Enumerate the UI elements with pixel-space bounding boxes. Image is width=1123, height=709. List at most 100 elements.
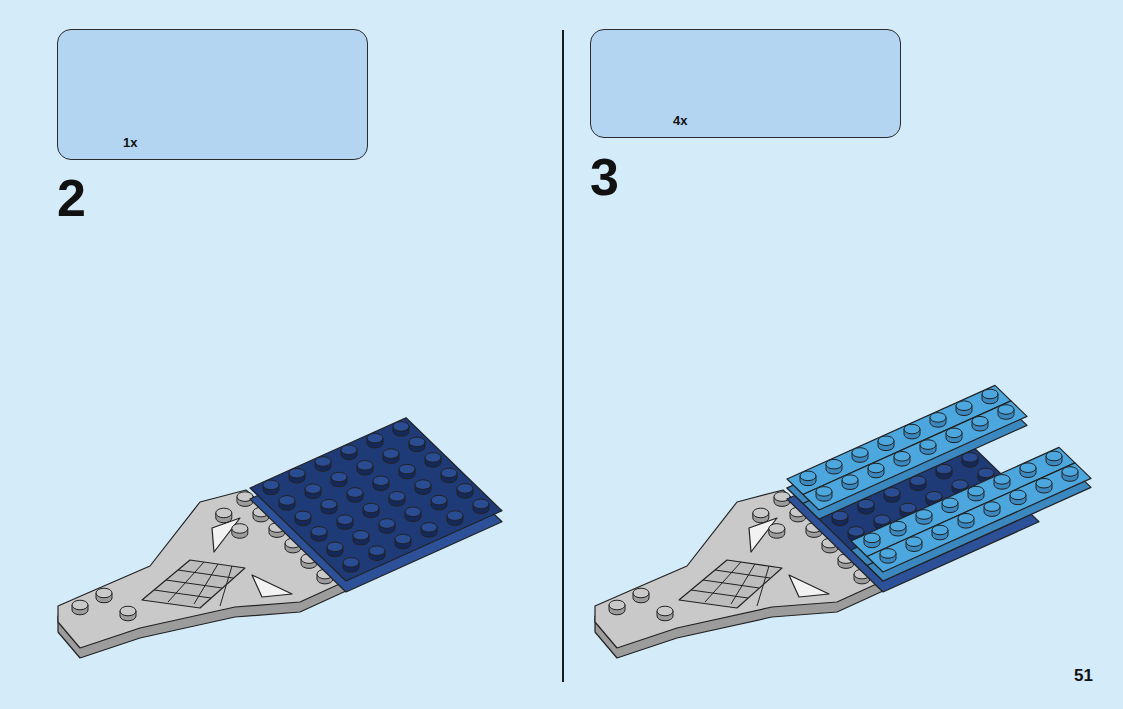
stud	[978, 468, 994, 478]
stud	[379, 519, 395, 529]
stud	[916, 510, 932, 520]
stud	[405, 507, 421, 517]
stud	[1036, 478, 1052, 488]
stud	[96, 588, 112, 598]
stud	[383, 449, 399, 459]
stud	[932, 525, 948, 535]
stud	[874, 515, 890, 525]
stud	[263, 480, 279, 490]
stud	[753, 508, 769, 518]
stud	[337, 515, 353, 525]
lattice-line	[691, 590, 748, 598]
lattice-line	[715, 570, 770, 578]
wing-hole	[789, 575, 829, 597]
parts-callout-box: 1x	[57, 29, 368, 160]
base-plate	[250, 418, 502, 581]
wing-plate	[58, 490, 346, 648]
part-quantity: 1x	[123, 135, 137, 150]
stud	[972, 416, 988, 426]
stud	[926, 492, 942, 502]
lattice-line	[220, 566, 232, 606]
stud	[232, 524, 248, 534]
stud	[769, 524, 785, 534]
stud	[425, 453, 441, 463]
stud	[878, 436, 894, 446]
stud	[633, 588, 649, 598]
part-quantity: 4x	[673, 113, 687, 128]
stud	[657, 606, 673, 616]
lattice-line	[194, 564, 218, 604]
lattice-line	[703, 580, 759, 588]
stud	[473, 499, 489, 509]
stud	[353, 530, 369, 540]
stud	[958, 514, 974, 524]
stud	[409, 437, 425, 447]
stud	[120, 606, 136, 616]
parts-callout-box: 4x	[590, 29, 901, 138]
stud	[447, 511, 463, 521]
stud	[343, 558, 359, 568]
wing-plate	[595, 490, 883, 648]
stud	[369, 546, 385, 556]
stud	[1046, 451, 1062, 461]
step-divider	[562, 30, 564, 682]
stud	[842, 475, 858, 485]
stud	[864, 533, 880, 543]
stud	[357, 461, 373, 471]
stud	[331, 472, 347, 482]
stud	[441, 468, 457, 478]
step-number: 2	[57, 172, 86, 224]
stud	[295, 511, 311, 521]
stud	[968, 486, 984, 496]
stud	[609, 600, 625, 610]
step-number: 3	[590, 151, 619, 203]
stud	[848, 527, 864, 537]
stud	[930, 413, 946, 423]
stud	[393, 422, 409, 432]
stud	[389, 492, 405, 502]
stud	[367, 433, 383, 443]
stud	[946, 428, 962, 438]
lattice-line	[166, 580, 222, 588]
stud	[315, 457, 331, 467]
stud	[363, 503, 379, 513]
stud	[920, 440, 936, 450]
stud	[321, 499, 337, 509]
light-blue-plate	[867, 463, 1091, 572]
stud	[347, 488, 363, 498]
wing-lattice	[142, 560, 245, 608]
stud	[904, 424, 920, 434]
stud	[1020, 463, 1036, 473]
stud	[942, 498, 958, 508]
page-number: 51	[1074, 667, 1093, 684]
stud	[415, 480, 431, 490]
stud	[399, 464, 415, 474]
stud	[956, 401, 972, 411]
stud	[341, 445, 357, 455]
stud	[305, 484, 321, 494]
stud	[982, 389, 998, 399]
stud	[868, 463, 884, 473]
stud	[998, 405, 1014, 415]
stud	[890, 521, 906, 531]
lattice-line	[154, 590, 211, 598]
stud	[421, 523, 437, 533]
stud	[431, 495, 447, 505]
wing-lattice	[679, 560, 782, 608]
stud	[289, 468, 305, 478]
stud	[800, 471, 816, 481]
stud	[894, 452, 910, 462]
stud	[1010, 490, 1026, 500]
stud	[72, 600, 88, 610]
lattice-line	[757, 566, 769, 606]
stud	[994, 475, 1010, 485]
build-step-model	[595, 385, 1091, 658]
stud	[906, 537, 922, 547]
stud	[880, 549, 896, 559]
stud	[327, 542, 343, 552]
stud	[816, 487, 832, 497]
stud	[900, 503, 916, 513]
stud	[373, 476, 389, 486]
wing-hole	[252, 575, 292, 597]
stud	[984, 502, 1000, 512]
